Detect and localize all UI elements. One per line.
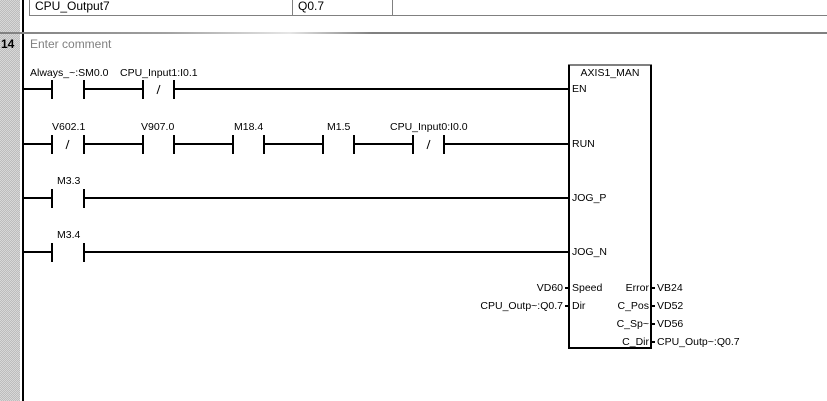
rung-run xyxy=(23,135,569,154)
contact-label[interactable]: Always_~:SM0.0 xyxy=(30,67,109,79)
contact-label[interactable]: M18.4 xyxy=(234,121,264,133)
contact-always-on[interactable] xyxy=(51,80,85,99)
fb-input-pin: JOG_N xyxy=(572,246,608,258)
symbol-address-cell[interactable]: Q0.7 xyxy=(293,0,393,15)
rung-jog-n xyxy=(23,243,569,262)
function-block-title: AXIS1_MAN xyxy=(580,67,640,79)
fb-output-operand[interactable]: VB24 xyxy=(657,282,683,294)
rung-en xyxy=(23,80,569,99)
left-power-rail xyxy=(22,0,24,401)
fb-input-pin: Dir xyxy=(572,300,586,312)
fb-output-operand[interactable]: VD52 xyxy=(657,300,684,312)
rung-jog-p xyxy=(23,189,569,208)
function-block-axis1-man[interactable] xyxy=(568,64,652,349)
fb-output-pin: C_Dir xyxy=(622,336,649,348)
network-separator xyxy=(0,32,827,34)
fb-output-pin: Error xyxy=(625,282,649,294)
contact-label[interactable]: M1.5 xyxy=(327,121,351,133)
symbol-table-row[interactable]: CPU_Output7 Q0.7 xyxy=(29,0,827,16)
fb-input-operand[interactable]: VD60 xyxy=(536,282,563,294)
network-number[interactable]: 14 xyxy=(1,37,15,51)
nc-slash-icon xyxy=(156,84,161,95)
network-comment-input[interactable]: Enter comment xyxy=(30,37,112,51)
contact-m1-5[interactable] xyxy=(322,135,355,154)
contact-m3-4[interactable] xyxy=(51,243,85,262)
contact-label[interactable]: CPU_Input1:I0.1 xyxy=(120,67,198,79)
contact-label[interactable]: M3.3 xyxy=(57,175,81,187)
fb-output-operand[interactable]: VD56 xyxy=(657,318,684,330)
fb-input-pin: Speed xyxy=(572,282,603,294)
contact-m3-3[interactable] xyxy=(51,189,85,208)
contact-m18-4[interactable] xyxy=(232,135,265,154)
fb-input-operand[interactable]: CPU_Outp~:Q0.7 xyxy=(480,300,563,312)
fb-output-pin: C_Pos xyxy=(617,300,649,312)
contact-v602-1[interactable] xyxy=(51,135,85,154)
fb-output-operand[interactable]: CPU_Outp~:Q0.7 xyxy=(657,336,740,348)
nc-slash-icon xyxy=(426,139,431,150)
fb-input-pin: RUN xyxy=(572,138,595,150)
fb-input-pin: EN xyxy=(572,83,587,95)
network-gutter xyxy=(0,0,20,401)
contact-label[interactable]: M3.4 xyxy=(57,229,81,241)
contact-v907-0[interactable] xyxy=(142,135,175,154)
nc-slash-icon xyxy=(65,139,70,150)
contact-cpu-input0[interactable] xyxy=(412,135,445,154)
contact-label[interactable]: V907.0 xyxy=(141,121,175,133)
fb-input-pin: JOG_P xyxy=(572,192,607,204)
contact-cpu-input1[interactable] xyxy=(142,80,175,99)
fb-output-pin: C_Sp~ xyxy=(616,318,649,330)
contact-label[interactable]: V602.1 xyxy=(52,121,86,133)
contact-label[interactable]: CPU_Input0:I0.0 xyxy=(390,121,468,133)
symbol-name-cell[interactable]: CPU_Output7 xyxy=(30,0,293,15)
